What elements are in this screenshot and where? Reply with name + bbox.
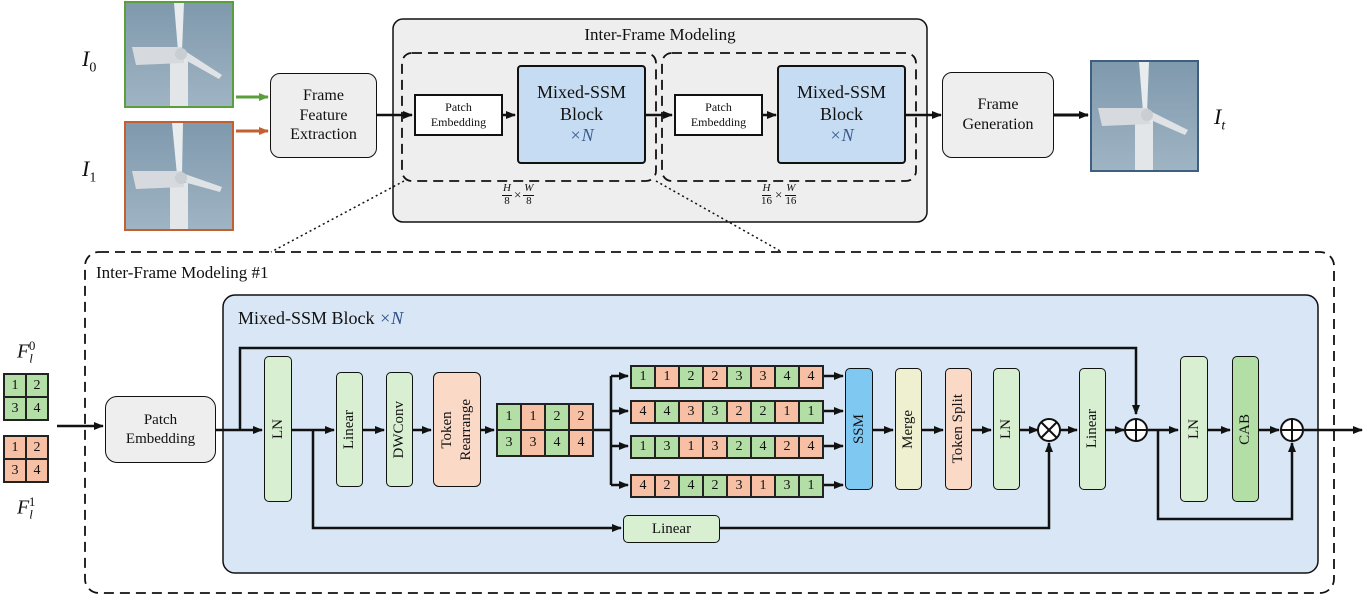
token-cell: 1 [497, 404, 521, 430]
mixed-ssm-block-container [222, 294, 1319, 574]
detail-container-title: Inter-Frame Modeling #1 [96, 263, 269, 282]
input-frame-0-label: I0 [82, 46, 97, 76]
token-cell: 2 [775, 436, 799, 458]
patch-embedding-block: Patch Embedding [105, 396, 216, 463]
grid-cell: 1 [4, 436, 26, 459]
token-cell: 4 [655, 401, 679, 423]
token-cell: 3 [727, 475, 751, 497]
token-cell: 3 [775, 475, 799, 497]
token-cell: 4 [775, 366, 799, 388]
token-cell: 4 [799, 436, 823, 458]
mixed-ssm-block-2: Mixed-SSM Block ×N [777, 65, 906, 164]
layer-norm-2: LN [993, 368, 1020, 490]
feature-0-label: Fl0 [17, 338, 36, 366]
token-cell: 1 [631, 366, 655, 388]
mixed-ssm-block-1: Mixed-SSM Block ×N [517, 65, 646, 164]
frame-generation-block: Frame Generation [942, 72, 1054, 158]
ssm-block: SSM [845, 368, 873, 490]
token-cell: 2 [751, 401, 775, 423]
token-cell: 3 [703, 401, 727, 423]
token-cell: 2 [703, 366, 727, 388]
token-cell: 4 [679, 475, 703, 497]
token-cell: 2 [545, 404, 569, 430]
output-frame-image [1090, 60, 1199, 172]
token-cell: 4 [631, 401, 655, 423]
token-cell: 3 [497, 430, 521, 456]
add-operator-1 [1124, 418, 1148, 442]
token-cell: 2 [569, 404, 593, 430]
token-cell: 3 [727, 366, 751, 388]
grid-cell: 2 [26, 436, 48, 459]
token-cell: 1 [521, 404, 545, 430]
feature-1-label: Fl1 [17, 494, 36, 522]
mixed-ssm-block-title: Mixed-SSM Block ×N [238, 308, 404, 328]
input-frame-0-image [124, 1, 234, 108]
token-cell: 1 [799, 475, 823, 497]
token-cell: 1 [799, 401, 823, 423]
linear-block-bottom: Linear [623, 515, 720, 543]
linear-block-1: Linear [336, 372, 363, 487]
input-frame-1-label: I1 [82, 156, 97, 186]
token-cell: 2 [679, 366, 703, 388]
token-cell: 2 [703, 475, 727, 497]
input-frame-1-image [124, 121, 234, 231]
token-cell: 2 [655, 475, 679, 497]
cab-block: CAB [1232, 356, 1259, 502]
feature-0-grid: 1 2 3 4 [3, 373, 49, 421]
grid-cell: 3 [4, 397, 26, 420]
token-split-block: Token Split [945, 368, 972, 490]
stage1-dashed [401, 52, 657, 182]
merge-block: Merge [895, 368, 922, 490]
token-cell: 3 [679, 401, 703, 423]
token-cell: 1 [631, 436, 655, 458]
token-cell: 1 [679, 436, 703, 458]
token-cell: 2 [727, 401, 751, 423]
token-cell: 1 [655, 366, 679, 388]
frame-feature-extraction-block: Frame Feature Extraction [270, 73, 377, 158]
token-cell: 4 [545, 430, 569, 456]
grid-cell: 3 [4, 459, 26, 482]
stage2-dashed [661, 52, 917, 182]
token-cell: 3 [521, 430, 545, 456]
token-cell: 4 [751, 436, 775, 458]
token-cell: 4 [631, 475, 655, 497]
token-cell: 3 [703, 436, 727, 458]
token-cell: 4 [569, 430, 593, 456]
patch-embedding-small-2: Patch Embedding [674, 94, 763, 136]
feature-1-grid: 1 2 3 4 [3, 435, 49, 483]
multiply-operator [1037, 418, 1061, 442]
token-cell: 2 [727, 436, 751, 458]
token-cell: 1 [751, 475, 775, 497]
add-operator-2 [1280, 418, 1304, 442]
layer-norm-3: LN [1180, 356, 1208, 502]
token-cell: 3 [655, 436, 679, 458]
token-cell: 1 [775, 401, 799, 423]
patch-embedding-small-1: Patch Embedding [414, 94, 503, 136]
output-frame-label: It [1214, 104, 1226, 134]
top-container-title: Inter-Frame Modeling [584, 25, 736, 44]
grid-cell: 2 [26, 374, 48, 397]
grid-cell: 4 [26, 459, 48, 482]
grid-cell: 4 [26, 397, 48, 420]
dwconv-block: DWConv [386, 372, 413, 487]
grid-cell: 1 [4, 374, 26, 397]
token-rearrange-block: Token Rearrange [433, 372, 481, 487]
token-cell: 3 [751, 366, 775, 388]
token-cell: 4 [799, 366, 823, 388]
linear-block-2: Linear [1079, 368, 1106, 490]
layer-norm-1: LN [264, 356, 292, 502]
inter-frame-modeling-1-container [84, 251, 1335, 594]
